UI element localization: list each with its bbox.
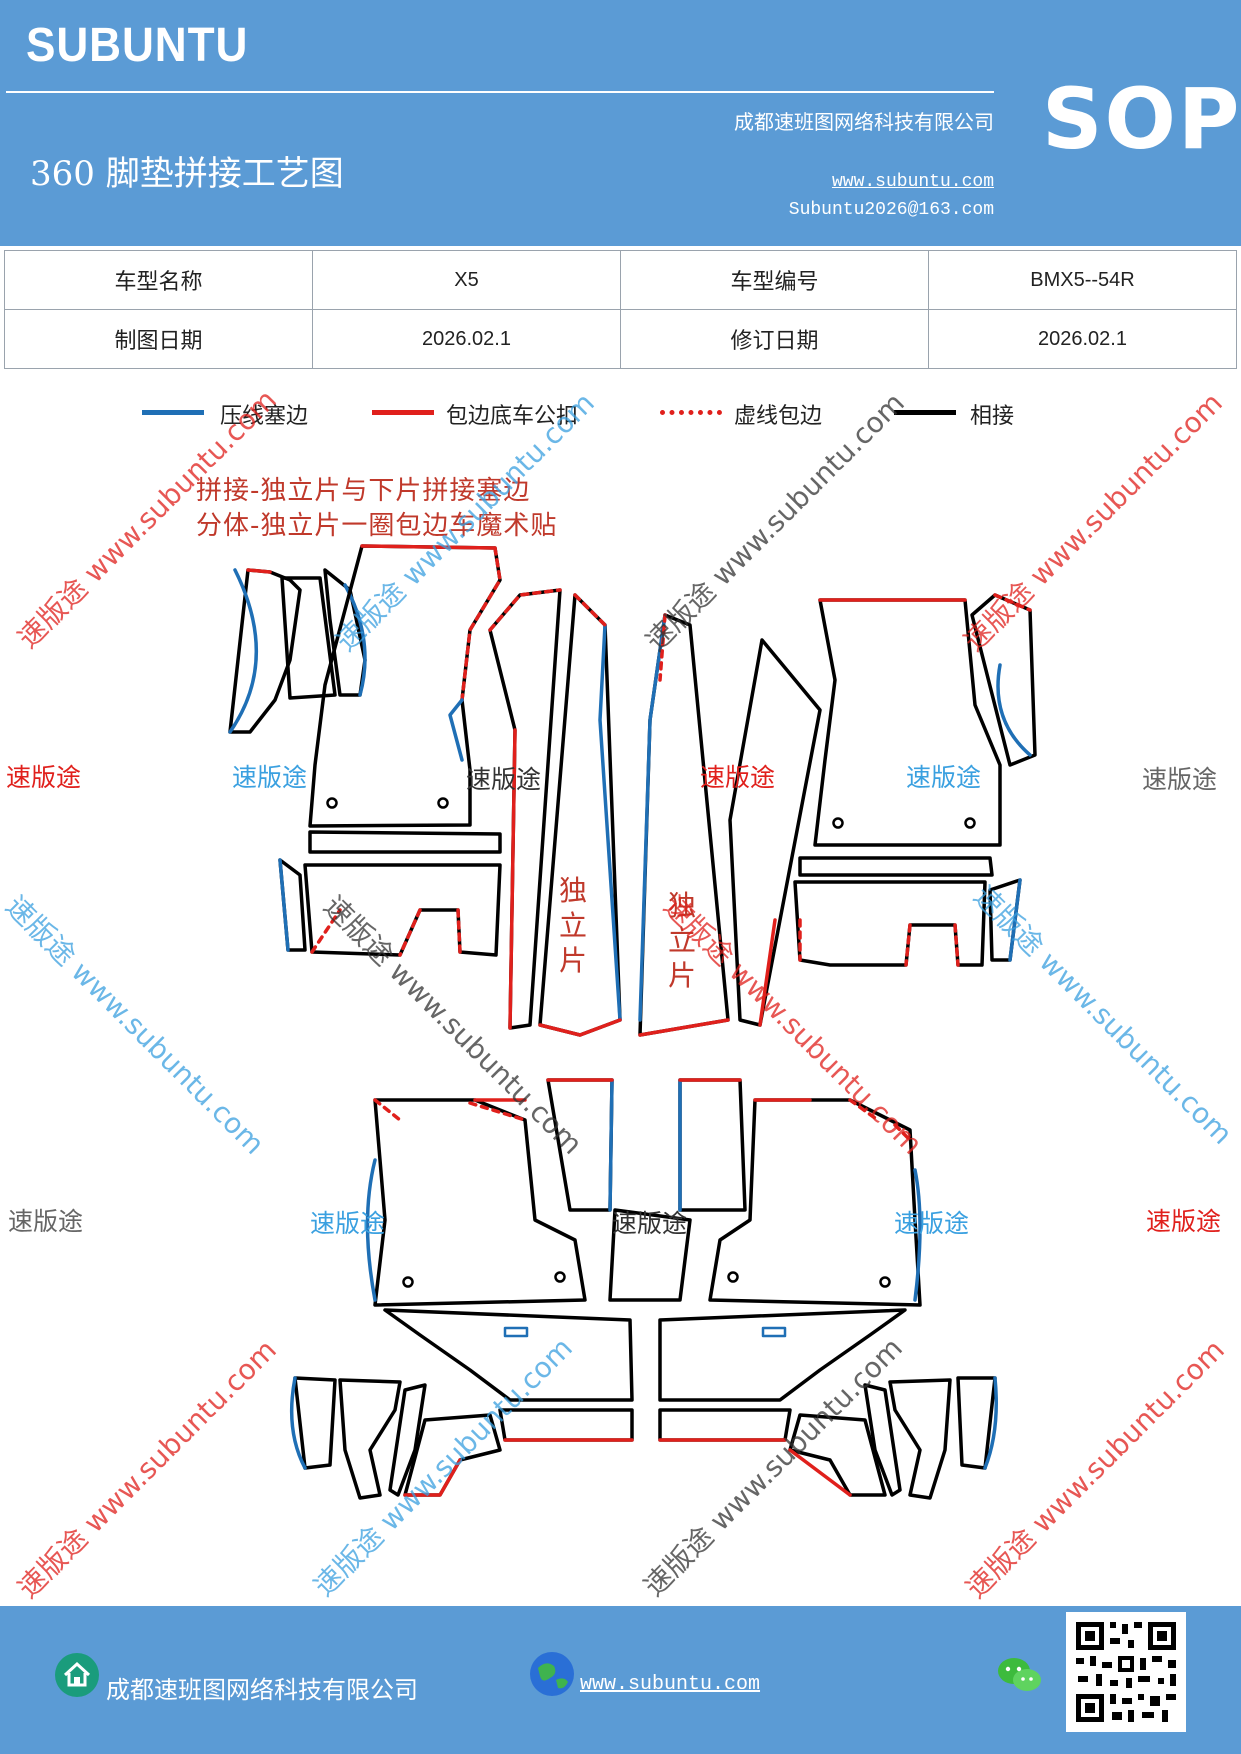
mat-piece (293, 1376, 337, 1470)
watermark: 速版途 (894, 1209, 970, 1238)
watermark: 速版途 (1146, 1207, 1222, 1236)
draw-date-label: 制图日期 (4, 309, 313, 369)
sop-badge: SOP (1042, 70, 1241, 168)
qr-code (1066, 1612, 1186, 1732)
watermark: 速版途 (6, 763, 82, 792)
legend-swatch-red-dotted (660, 410, 722, 415)
model-code-label: 车型编号 (620, 250, 929, 310)
model-name-label: 车型名称 (4, 250, 313, 310)
mat-piece (658, 1408, 792, 1442)
footer-company: 成都速班图网络科技有限公司 (106, 1676, 418, 1704)
watermark: 速版途 (466, 765, 542, 794)
table-row: 制图日期 2026.02.1 修订日期 2026.02.1 (4, 309, 1237, 369)
legend-label: 压线塞边 (220, 404, 309, 429)
header-divider (6, 91, 994, 93)
header-company: 成都速班图网络科技有限公司 (734, 110, 994, 134)
wechat-icon (998, 1658, 1041, 1691)
header-email[interactable]: Subuntu2026@163.com (788, 200, 994, 220)
line-legend: 压线塞边 包边底车公扣 虚线包边 相接 (0, 396, 1241, 436)
mat-piece (383, 1308, 634, 1402)
model-code-value: BMX5--54R (928, 250, 1237, 310)
mat-piece (338, 1378, 402, 1500)
watermark: 速版途 (232, 763, 308, 792)
passenger-mat (813, 598, 1002, 847)
watermark: 速版途 (906, 763, 982, 792)
floor-mat-diagram: 独 立 片 独 立 片 (228, 544, 1037, 1500)
note-line-2: 分体-独立片一圈包边车魔术贴 (196, 511, 558, 541)
note-line-1: 拼接-独立片与下片拼接塞边 (196, 476, 531, 506)
mat-piece (308, 830, 502, 854)
watermark: 速版途 (700, 763, 776, 792)
vehicle-info-table: 车型名称 X5 车型编号 BMX5--54R 制图日期 2026.02.1 修订… (4, 250, 1237, 369)
independent-label-right-1: 独 (668, 889, 696, 922)
legend-swatch-blue (142, 410, 204, 415)
watermark: 速版途 (612, 1209, 688, 1238)
header-banner (0, 0, 1241, 246)
watermark: 速版途 (1142, 765, 1218, 794)
legend-swatch-black (894, 410, 956, 415)
mat-piece (388, 1383, 427, 1497)
independent-piece-left (488, 588, 562, 1030)
page-title: 360 脚垫拼接工艺图 (30, 154, 344, 194)
mat-piece (888, 1378, 952, 1500)
legend-swatch-red (372, 410, 434, 415)
legend-label: 相接 (970, 404, 1015, 429)
header-website-link[interactable]: www.subuntu.com (831, 172, 994, 192)
independent-label-left-1: 独 (559, 874, 587, 907)
revise-date-value: 2026.02.1 (928, 309, 1237, 369)
mat-piece (608, 1208, 692, 1302)
mat-piece (280, 576, 337, 700)
mat-piece (970, 593, 1037, 767)
watermark: 速版途 (310, 1209, 386, 1238)
model-name-value: X5 (312, 250, 621, 310)
independent-label-right-3: 片 (668, 959, 696, 992)
legend-label: 虚线包边 (734, 404, 823, 429)
legend-label: 包边底车公扣 (446, 404, 579, 429)
rear-left-mat (373, 1098, 587, 1307)
draw-date-value: 2026.02.1 (312, 309, 621, 369)
mat-piece (658, 1308, 907, 1402)
mat-piece (678, 1078, 747, 1212)
footer-website-link[interactable]: www.subuntu.com (580, 1673, 761, 1696)
independent-piece-right-b (728, 638, 822, 1027)
independent-label-right-2: 立 (668, 924, 696, 957)
table-row: 车型名称 X5 车型编号 BMX5--54R (4, 250, 1237, 310)
globe-icon (530, 1652, 574, 1696)
mat-piece (863, 1383, 902, 1497)
revise-date-label: 修订日期 (620, 309, 929, 369)
mat-piece (793, 880, 987, 967)
mat-piece (228, 568, 302, 734)
independent-label-left-3: 片 (559, 944, 587, 977)
home-icon (55, 1653, 99, 1697)
watermark: 速版途 (8, 1207, 84, 1236)
driver-mat (308, 544, 502, 828)
rear-right-mat (708, 1098, 922, 1307)
independent-label-left-2: 立 (559, 909, 587, 942)
mat-piece (798, 856, 994, 877)
brand-logo: SUBUNTU (26, 19, 249, 72)
